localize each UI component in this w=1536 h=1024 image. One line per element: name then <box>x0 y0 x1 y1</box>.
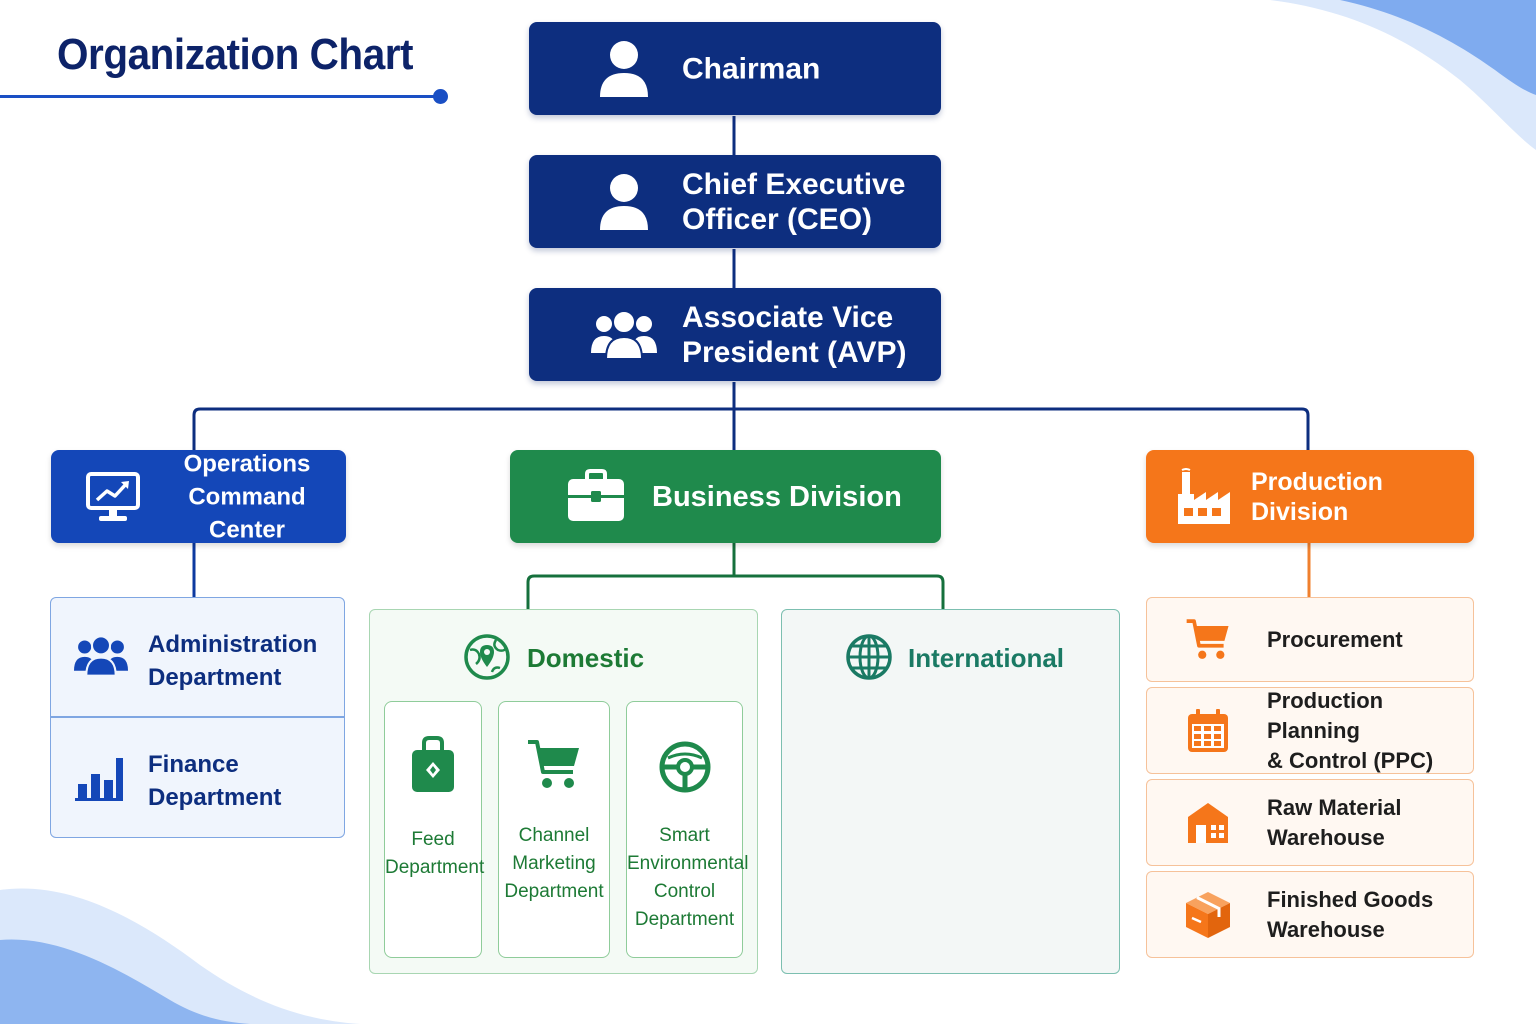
briefcase-icon <box>566 468 626 525</box>
bar-chart-icon <box>74 752 124 802</box>
operations-command-center-box[interactable]: Operations Command Center <box>51 450 346 543</box>
avp-label: Associate Vice President (AVP) <box>682 300 907 369</box>
administration-department-label: Administration Department <box>148 631 318 691</box>
top-right-wave <box>1270 0 1536 150</box>
warehouse-icon <box>1183 798 1233 848</box>
business-division-box[interactable]: Business Division <box>510 450 941 543</box>
smart-environmental-control-department-card[interactable]: Smart Environmental Control Department <box>626 701 749 958</box>
feed-department-card[interactable]: Feed Department <box>384 701 485 958</box>
international-label: International <box>908 643 1065 673</box>
finished-goods-warehouse-item[interactable]: Finished Goods Warehouse <box>1146 871 1474 958</box>
chairman-box[interactable]: Chairman <box>529 22 941 115</box>
title-underline-dot <box>433 89 448 104</box>
finance-department-label: Finance Department <box>148 751 282 811</box>
production-planning-control-label: Production Planning & Control (PPC) <box>1267 687 1434 773</box>
international-header[interactable]: International <box>842 632 1102 684</box>
ceo-box[interactable]: Chief Executive Officer (CEO) <box>529 155 941 248</box>
procurement-label: Procurement <box>1267 626 1403 652</box>
shopping-cart-icon <box>1183 615 1233 665</box>
finance-department-item[interactable]: Finance Department <box>50 718 345 836</box>
administration-department-item[interactable]: Administration Department <box>50 598 345 716</box>
chairman-label: Chairman <box>682 52 821 85</box>
operations-command-center-label: Operations Command Center <box>183 450 311 543</box>
domestic-header[interactable]: Domestic <box>460 632 680 684</box>
factory-icon <box>1176 467 1232 526</box>
people-group-icon <box>74 634 128 678</box>
panel-divider <box>51 716 344 718</box>
globe-pin-icon <box>462 632 512 682</box>
business-division-label: Business Division <box>652 480 902 513</box>
production-division-label: Production Division <box>1251 467 1383 526</box>
production-division-box[interactable]: Production Division <box>1146 450 1474 543</box>
feed-department-label: Feed Department <box>385 829 485 878</box>
person-icon <box>591 36 657 102</box>
calendar-icon <box>1183 706 1233 756</box>
person-icon <box>591 169 657 235</box>
bottom-left-wave <box>0 888 360 1024</box>
globe-icon <box>844 632 894 682</box>
smart-environmental-control-department-label: Smart Environmental Control Department <box>627 825 749 930</box>
raw-material-warehouse-label: Raw Material Warehouse <box>1267 794 1402 850</box>
monitor-chart-icon <box>85 469 141 525</box>
international-panel[interactable] <box>781 609 1120 974</box>
shopping-cart-icon <box>499 738 609 792</box>
procurement-item[interactable]: Procurement <box>1146 597 1474 682</box>
production-planning-control-item[interactable]: Production Planning & Control (PPC) <box>1146 687 1474 774</box>
people-group-icon <box>591 302 657 368</box>
channel-marketing-department-card[interactable]: Channel Marketing Department <box>498 701 610 958</box>
box-icon <box>1183 890 1233 940</box>
title-underline <box>0 95 442 98</box>
domestic-label: Domestic <box>527 643 645 673</box>
steering-wheel-icon <box>627 740 742 794</box>
raw-material-warehouse-item[interactable]: Raw Material Warehouse <box>1146 779 1474 866</box>
channel-marketing-department-label: Channel Marketing Department <box>504 825 604 902</box>
feed-bag-icon <box>385 736 481 794</box>
finished-goods-warehouse-label: Finished Goods Warehouse <box>1267 886 1434 942</box>
avp-box[interactable]: Associate Vice President (AVP) <box>529 288 941 381</box>
page-title: Organization Chart <box>57 30 414 79</box>
ceo-label: Chief Executive Officer (CEO) <box>682 167 906 236</box>
